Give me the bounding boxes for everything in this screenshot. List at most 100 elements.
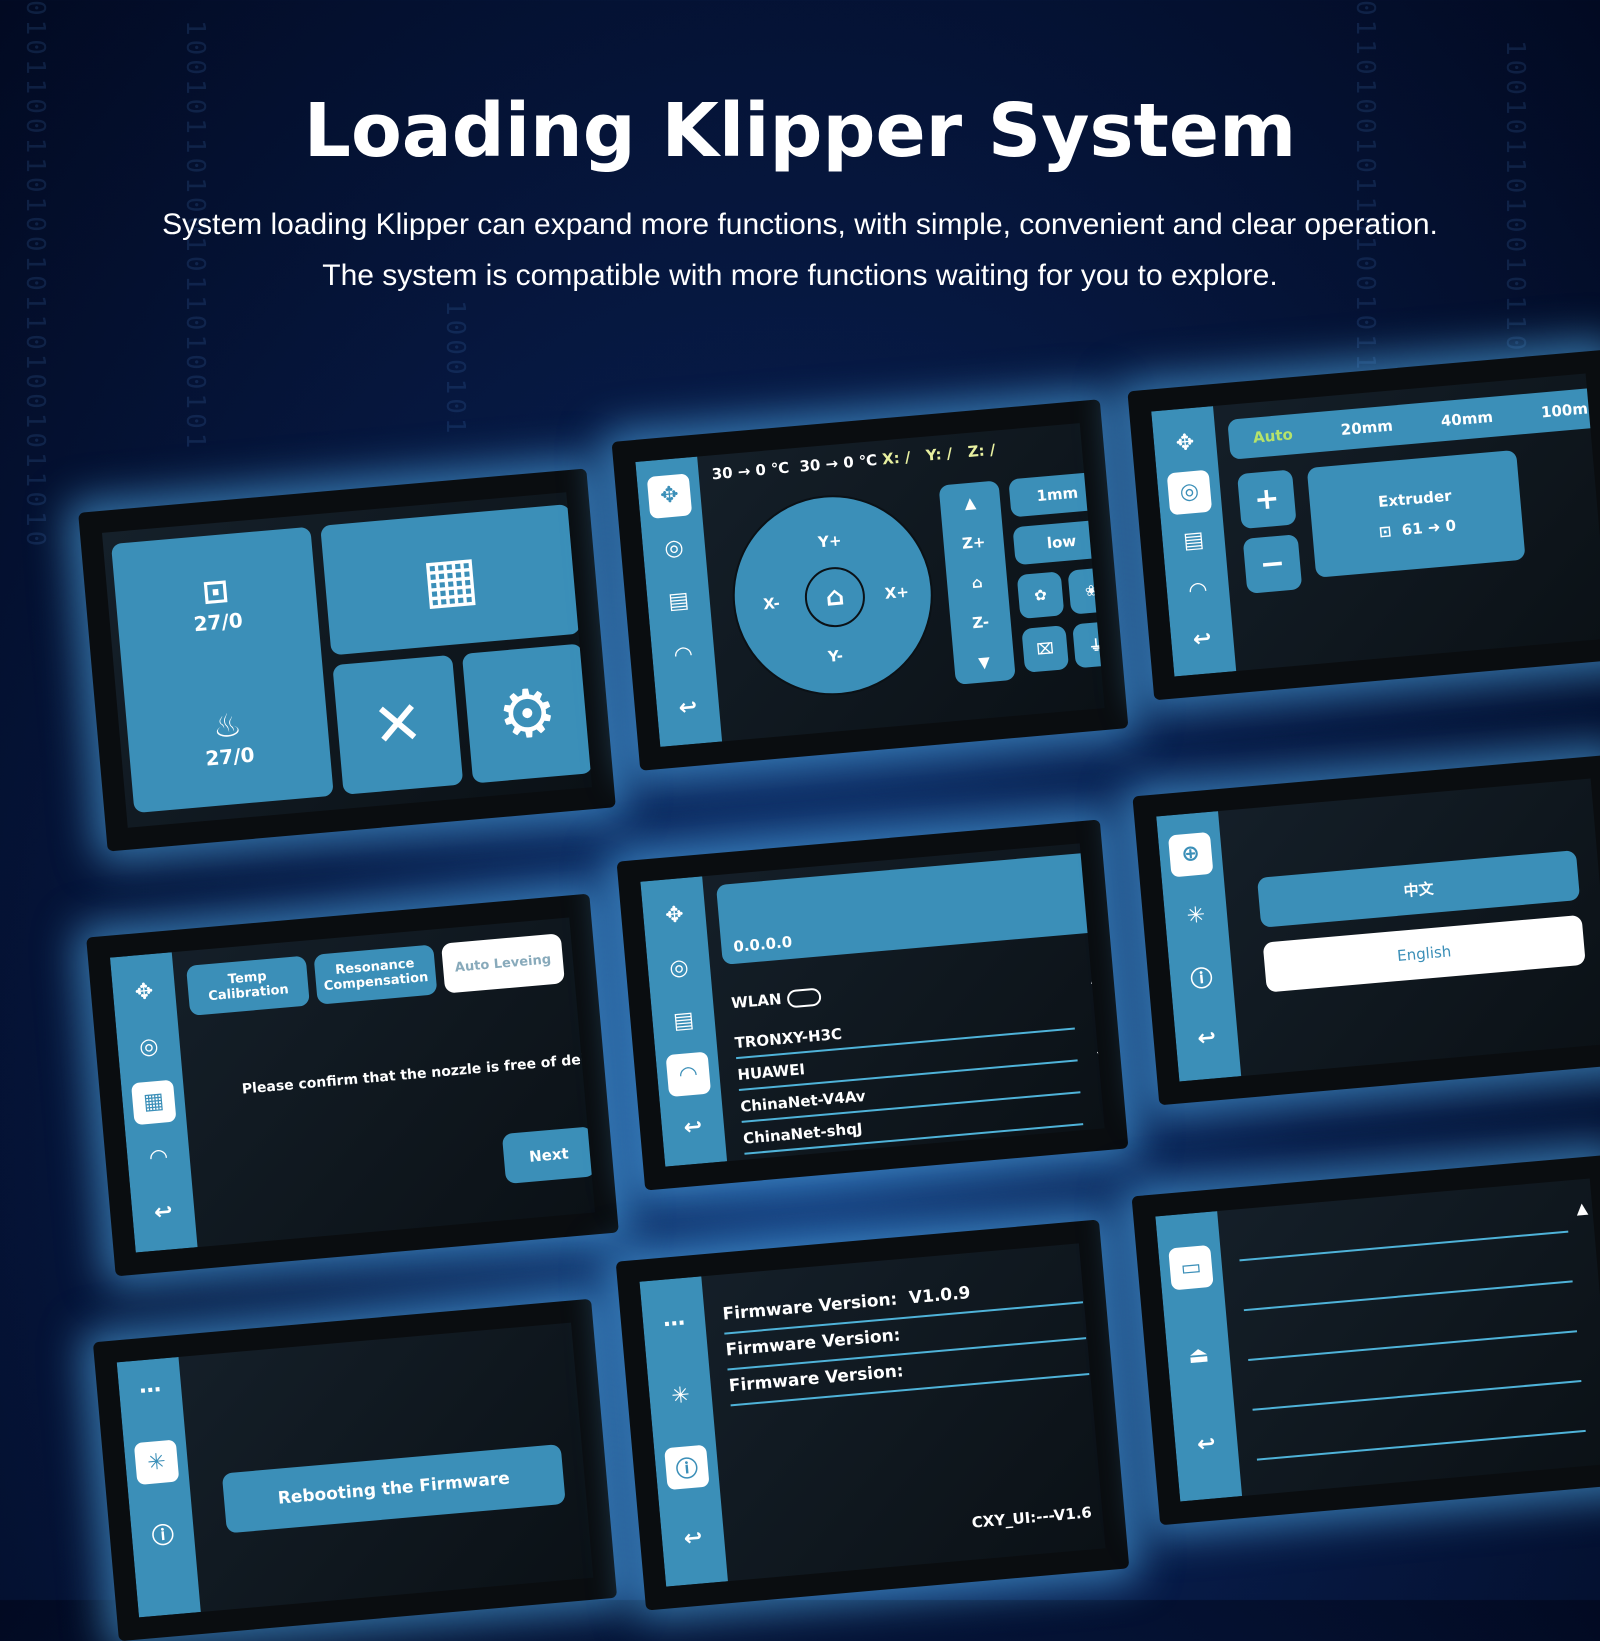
binary-rain: 1000101	[440, 300, 470, 438]
extrude-screen: ✥ ◎ ▤ ◠ ↩ Auto 20mm 40mm 100mm + − Extruder⊡ 61…	[1127, 349, 1600, 701]
extrude-icon[interactable]: ◎	[138, 1034, 160, 1061]
language-chinese[interactable]: 中文	[1256, 850, 1581, 928]
z-pos: Z: /	[966, 440, 997, 461]
tab-40mm[interactable]: 40mm	[1440, 407, 1494, 431]
brightness-icon[interactable]: ✳	[1185, 902, 1207, 929]
next-button[interactable]: Next	[501, 1126, 596, 1184]
fan-button[interactable]: ✿	[1016, 571, 1065, 620]
move-icon[interactable]: ✥	[646, 472, 693, 519]
back-icon[interactable]: ↩	[682, 1114, 704, 1141]
move-icon[interactable]: ✥	[664, 902, 685, 929]
subtitle-line-1: System loading Klipper can expand more f…	[162, 208, 1438, 241]
tab-20mm[interactable]: 20mm	[1340, 416, 1394, 440]
z-jog[interactable]: ▲Z+⌂Z-▼	[938, 480, 1016, 685]
wifi-icon[interactable]: ◠	[149, 1144, 169, 1171]
reboot-screen: ⋯ ✳ ⓘ Rebooting the Firmware	[92, 1298, 618, 1641]
extrude-icon[interactable]: ◎	[668, 955, 690, 982]
x-plus-button[interactable]: X+	[884, 582, 910, 603]
scroll-up-icon[interactable]: ▲	[1089, 966, 1103, 986]
firmware-value: V1.0.9	[908, 1283, 972, 1309]
back-icon[interactable]: ↩	[682, 1525, 704, 1552]
back-icon[interactable]: ↩	[1196, 1024, 1218, 1052]
tab-temp-calibration[interactable]: Temp Calibration	[186, 955, 310, 1016]
home-screen: ⊡27/0 ♨27/0 ▦ ✕ ⚙	[78, 468, 616, 852]
y-plus-button[interactable]: Y+	[817, 531, 843, 552]
home-button[interactable]: ⌂	[802, 564, 868, 630]
back-icon[interactable]: ↩	[677, 694, 699, 721]
info-icon[interactable]: ⓘ	[151, 1523, 176, 1550]
step-button[interactable]: 1mm	[1008, 471, 1105, 518]
globe-icon[interactable]: ⊕	[1167, 831, 1214, 878]
nozzle-temp: 27/0	[192, 607, 244, 636]
xy-jog-pad[interactable]: Y+ Y- X+ X- ⌂	[724, 486, 942, 704]
wlan-label: WLAN	[730, 989, 783, 1013]
reboot-message: Rebooting the Firmware	[221, 1443, 566, 1534]
settings-tile[interactable]: ⚙	[461, 643, 593, 784]
move-icon[interactable]: ✥	[1174, 430, 1196, 457]
wifi-icon[interactable]: ◠	[1188, 577, 1208, 604]
page-title: Loading Klipper System	[303, 88, 1297, 174]
increase-button[interactable]: +	[1237, 469, 1297, 530]
extrude-icon[interactable]: ◎	[1166, 469, 1213, 516]
nozzle-temp: 30 → 0 ℃	[710, 458, 790, 484]
nozzle-icon: ⊡	[200, 570, 231, 611]
bed-icon: ♨	[211, 705, 244, 746]
extrude-icon[interactable]: ◎	[663, 535, 685, 563]
info-icon[interactable]: ⓘ	[664, 1444, 710, 1490]
binary-rain: 1001011010010110100101	[180, 20, 210, 453]
z-plus-button[interactable]: Z+	[961, 532, 987, 553]
usb-icon[interactable]: ⏏	[1187, 1342, 1211, 1370]
decrease-button[interactable]: −	[1242, 534, 1303, 594]
back-icon[interactable]: ↩	[1196, 1431, 1217, 1458]
ip-panel: 0.0.0.0	[715, 851, 1105, 965]
speed-button[interactable]: low	[1012, 519, 1105, 566]
calibrate-icon[interactable]: ▦	[131, 1079, 177, 1126]
level-icon[interactable]: ▤	[1182, 527, 1206, 555]
grid-icon: ▦	[419, 542, 482, 618]
refresh-icon[interactable]: ↻	[1086, 936, 1105, 962]
brightness-icon[interactable]: ✳	[670, 1382, 691, 1410]
x-minus-button[interactable]: X-	[762, 593, 781, 614]
brightness-icon[interactable]: ✳	[133, 1439, 180, 1486]
back-icon[interactable]: ↩	[1192, 626, 1213, 653]
network-item[interactable]: TRONXY-H3C	[734, 1024, 843, 1053]
apps-tile[interactable]: ▦	[320, 504, 581, 656]
tab-auto-leveling[interactable]: Auto Leveing	[441, 933, 565, 994]
language-screen: ⊕ ✳ ⓘ ↩ 中文 English	[1132, 754, 1600, 1106]
level-icon[interactable]: ▤	[672, 1008, 696, 1035]
brush-button[interactable]: ⌧	[1021, 625, 1070, 673]
fan2-button[interactable]: ❀	[1067, 566, 1105, 615]
motor-off-button[interactable]: ⏚	[1072, 620, 1105, 669]
y-minus-button[interactable]: Y-	[827, 646, 844, 666]
firmware-screen: ⋯✳ⓘ↩ Firmware Version: V1.0.9 Firmware V…	[615, 1219, 1130, 1611]
target-temp: 0	[1444, 516, 1457, 536]
y-pos: Y: /	[925, 444, 953, 465]
wifi-icon[interactable]: ◠	[665, 1051, 712, 1098]
scroll-up-icon[interactable]: ▲	[1575, 1198, 1589, 1218]
folder-icon[interactable]: ▭	[1168, 1245, 1214, 1291]
temperature-tile[interactable]: ⊡27/0 ♨27/0	[111, 526, 334, 814]
language-english[interactable]: English	[1262, 914, 1586, 993]
x-pos: X: /	[881, 448, 912, 469]
wlan-screen: ✥ ◎ ▤ ◠ ↩ 0.0.0.0 ↻ WLAN ▲ ▼ TRONXY-H3C HUAW…	[616, 819, 1129, 1191]
extruder-label: Extruder	[1377, 486, 1453, 512]
back-icon[interactable]: ↩	[153, 1199, 174, 1226]
level-icon[interactable]: ▤	[667, 588, 691, 616]
scroll-down-icon[interactable]: ▼	[1096, 1046, 1105, 1066]
tab-auto[interactable]: Auto	[1252, 425, 1294, 447]
tools-tile[interactable]: ✕	[332, 654, 464, 795]
info-icon[interactable]: ⓘ	[1189, 966, 1214, 993]
extruder-panel: Extruder⊡ 61 ➜ 0	[1306, 449, 1526, 578]
wlan-toggle[interactable]	[785, 987, 822, 1008]
z-minus-button[interactable]: Z-	[971, 612, 990, 633]
network-item[interactable]: HUAWEI	[736, 1060, 806, 1084]
apps-icon[interactable]: ⋯	[662, 1311, 687, 1339]
tab-100mm[interactable]: 100mm	[1540, 398, 1600, 422]
bed-temp: 27/0	[204, 741, 256, 771]
tab-resonance-compensation[interactable]: Resonance Compensation	[313, 944, 438, 1005]
move-icon[interactable]: ✥	[133, 979, 155, 1006]
subtitle-line-2: The system is compatible with more funct…	[322, 259, 1278, 292]
apps-icon[interactable]: ⋯	[138, 1377, 163, 1404]
wifi-icon[interactable]: ◠	[673, 641, 693, 668]
move-screen: ✥◎▤◠↩ 30 → 0 ℃ 30 → 0 ℃ X: / Y: / Z: / Y…	[611, 399, 1129, 771]
